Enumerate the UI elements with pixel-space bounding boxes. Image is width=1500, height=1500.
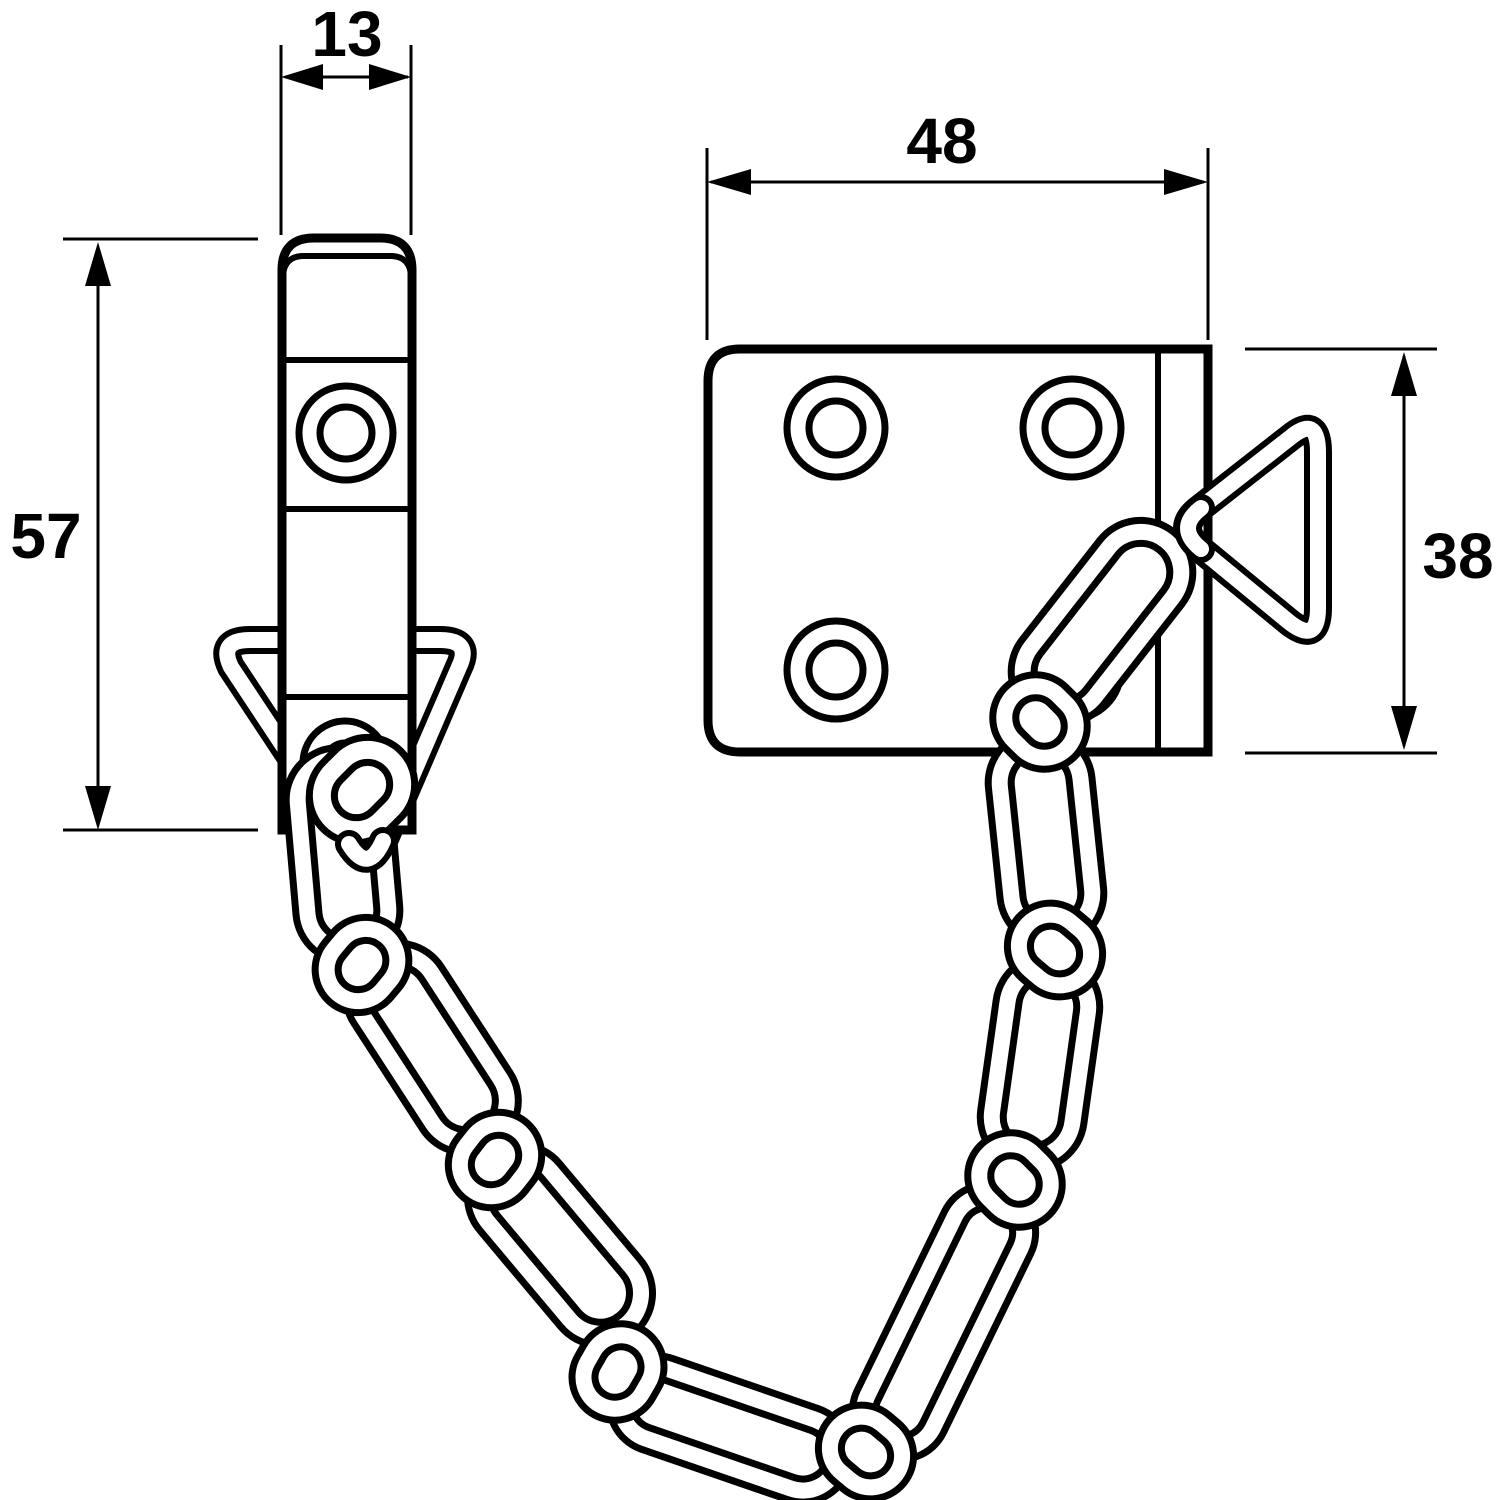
slide-plate-screw-hole-top	[295, 382, 397, 484]
dimension-label-57: 57	[10, 500, 81, 572]
dimension-mount-plate-width: 48	[705, 105, 1210, 340]
triangle-apex-overlap	[335, 494, 1215, 873]
dimension-slide-plate-height: 57	[10, 237, 258, 832]
slide-plate-division-lines	[282, 357, 412, 700]
chain-connector-link	[814, 1401, 918, 1500]
chain-connector-link	[1003, 899, 1107, 1001]
slide-plate-top-cap-line	[280, 253, 414, 277]
chain-connector-link	[568, 1320, 668, 1424]
chain-connector-link	[305, 733, 419, 847]
mount-plate-screw-hole-top-left	[783, 375, 889, 481]
dimension-mount-plate-height: 38	[1245, 347, 1494, 755]
mount-plate-screw-hole-top-right	[1019, 375, 1125, 481]
dimension-slide-plate-width: 13	[279, 0, 413, 235]
chain-connector-link	[311, 913, 413, 1017]
dimension-label-13: 13	[311, 0, 382, 70]
dimension-label-48: 48	[906, 105, 977, 177]
mount-plate-screw-hole-bottom-left	[783, 617, 889, 723]
dimension-label-38: 38	[1422, 520, 1493, 592]
chain-connector-link	[444, 1108, 546, 1212]
slide-plate-outline	[277, 233, 417, 835]
